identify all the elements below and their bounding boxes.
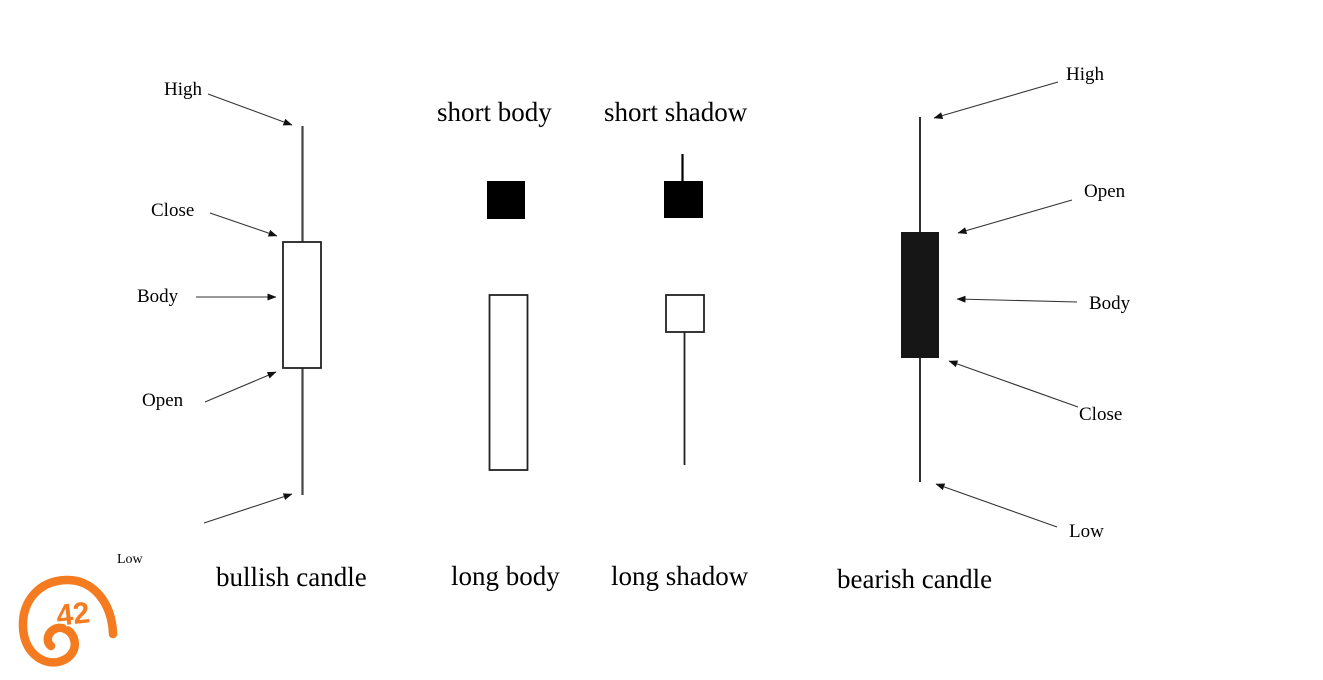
bullish-candle [196, 93, 322, 524]
bearish-close-arrow [948, 360, 1079, 408]
bearish-candle [901, 81, 1079, 528]
bullish-close-arrow [209, 212, 278, 237]
short-body-candle [487, 181, 525, 219]
bullish-body [282, 241, 322, 369]
bearish-low-arrow [935, 483, 1058, 528]
shadow-examples [664, 154, 705, 465]
bearish-close-label: Close [1079, 404, 1123, 425]
bearish-body-arrow [956, 295, 1078, 303]
bearish-high-label: High [1066, 64, 1104, 85]
short-body-caption: short body [437, 97, 552, 127]
bullish-body-label: Body [137, 286, 179, 307]
bullish-caption: bullish candle [216, 562, 367, 592]
bearish-open-label: Open [1084, 181, 1126, 202]
bearish-body-label: Body [1089, 293, 1131, 314]
bullish-high-arrow [207, 93, 293, 126]
logo-spiral-path [18, 575, 118, 667]
bearish-body [901, 232, 939, 358]
long-body-caption: long body [451, 561, 560, 591]
bearish-open-arrow [957, 199, 1073, 234]
body-examples [487, 181, 529, 471]
short-shadow-candle [664, 181, 703, 218]
long-shadow-candle [665, 294, 705, 333]
long-shadow-caption: long shadow [611, 561, 749, 591]
bearish-low-label: Low [1069, 521, 1104, 542]
bearish-caption: bearish candle [837, 564, 993, 594]
bullish-high-label: High [164, 79, 202, 100]
bullish-close-label: Close [151, 200, 195, 221]
bearish-high-arrow [933, 81, 1059, 119]
bullish-low-label: Low [117, 552, 143, 567]
bullish-low-arrow [203, 493, 293, 524]
bullish-open-label: Open [142, 390, 184, 411]
long-body-candle [488, 294, 529, 471]
bullish-open-arrow [204, 371, 277, 403]
spiral-42-logo-icon: 42 [18, 575, 118, 667]
short-shadow-caption: short shadow [604, 97, 748, 127]
logo-42-text: 42 [55, 596, 92, 632]
